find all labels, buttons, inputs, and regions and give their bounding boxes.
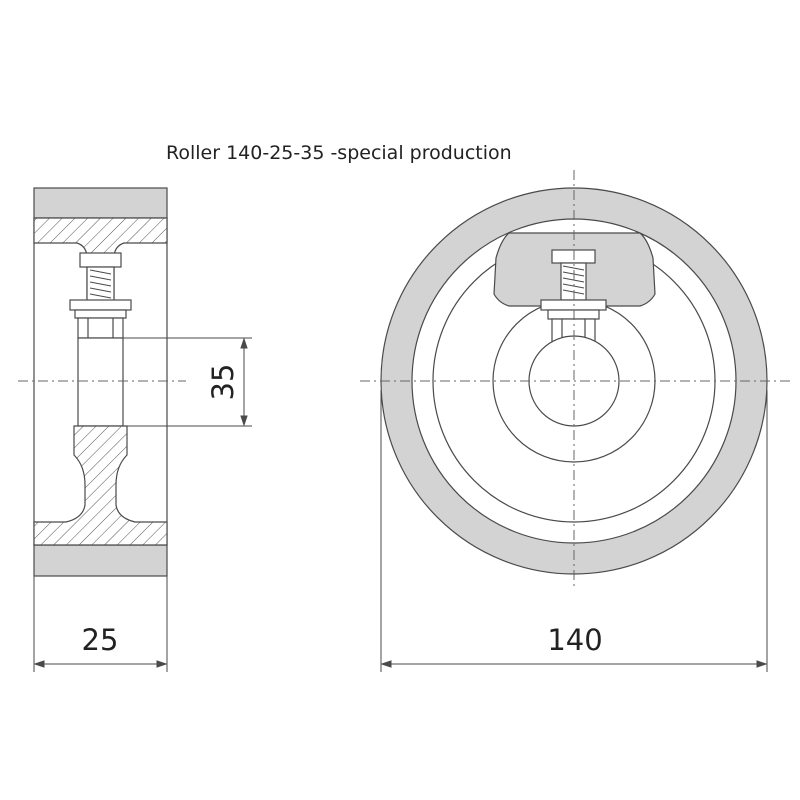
hub-section-upper <box>33 217 168 257</box>
drawing-title: Roller 140-25-35 -special production <box>166 142 512 164</box>
tread-bottom <box>33 544 168 577</box>
width-dimension <box>33 576 168 672</box>
diameter-dimension <box>380 390 768 672</box>
width-dimension-label: 25 <box>82 623 119 657</box>
diameter-dimension-label: 140 <box>547 623 602 657</box>
side-section-view <box>33 187 168 577</box>
bore-dimension-label: 35 <box>206 364 240 401</box>
hub-section-lower <box>33 425 168 546</box>
bore-side <box>77 337 124 427</box>
bore-dimension <box>123 337 252 427</box>
tread-top <box>33 187 168 219</box>
bolt-side <box>69 252 132 339</box>
